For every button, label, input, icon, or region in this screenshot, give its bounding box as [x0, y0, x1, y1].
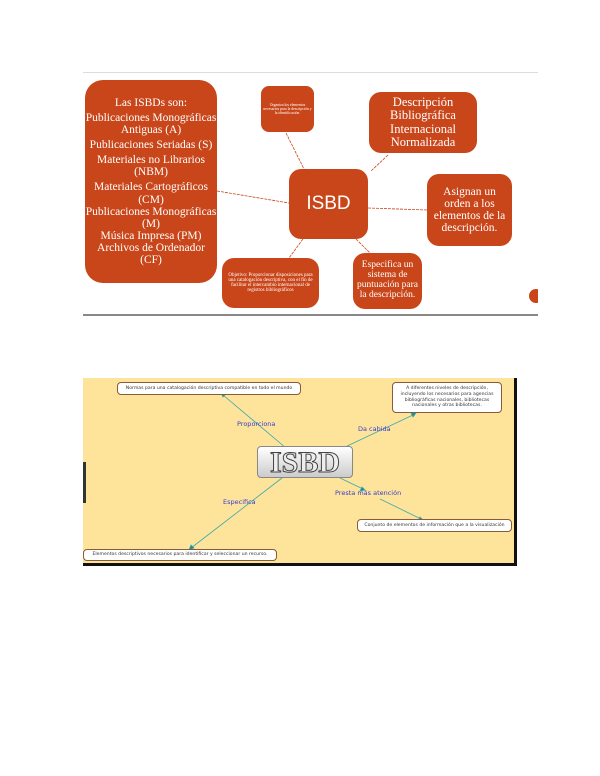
- punctuation-box: Especifica un sistema de puntuación para…: [353, 253, 422, 309]
- decor-circle: [529, 289, 538, 303]
- type-item: Materiales Cartográficos (CM): [94, 181, 208, 206]
- type-item: Publicaciones Seriadas (S): [89, 139, 213, 152]
- type-item: Publicaciones Monográficas (M): [85, 205, 217, 230]
- objective-box: Objetivo: Proporcionar disposiciones par…: [222, 258, 319, 308]
- isbd-concept-map-image: Las ISBDs son: Publicaciones Monográfica…: [83, 72, 538, 316]
- order-box: Asignan un orden a los elementos de la d…: [427, 174, 512, 246]
- scroll-bar-decor: [83, 462, 86, 503]
- isbd-types-box: Las ISBDs son: Publicaciones Monográfica…: [85, 80, 217, 283]
- type-item: Archivos de Ordenador (CF): [97, 241, 205, 266]
- type-item: Publicaciones Monográficas Antiguas (A): [85, 112, 217, 137]
- connector-lines: [216, 132, 428, 259]
- center-node: ISBD: [289, 169, 368, 239]
- meaning-box: Descripción Bibliográfica Internacional …: [369, 92, 477, 153]
- link-proporciona: Proporciona: [237, 420, 276, 428]
- type-item: Música Impresa (PM): [100, 229, 202, 242]
- link-especifica: Especifica: [223, 498, 256, 506]
- node-conjunto: Conjunto de elementos de información que…: [357, 519, 512, 532]
- node-normas: Normas para una catalogación descriptiva…: [117, 382, 301, 395]
- type-item: Materiales no Librarios (NBM): [97, 154, 205, 179]
- isbd-cmap-image: Normas para una catalogación descriptiva…: [83, 378, 517, 566]
- node-niveles: A diferentes niveles de descripción, inc…: [392, 382, 502, 413]
- link-presta: Presta más atención: [335, 489, 402, 497]
- center-node: ISBD: [257, 445, 353, 479]
- link-lines: [188, 392, 424, 551]
- node-elementos: Elementos descriptivos necesarios para i…: [83, 549, 277, 561]
- types-title: Las ISBDs son:: [114, 97, 188, 110]
- organize-box: Organiza los elementos necesarios para l…: [261, 86, 314, 132]
- link-da-cabida: Da cabida: [358, 425, 391, 433]
